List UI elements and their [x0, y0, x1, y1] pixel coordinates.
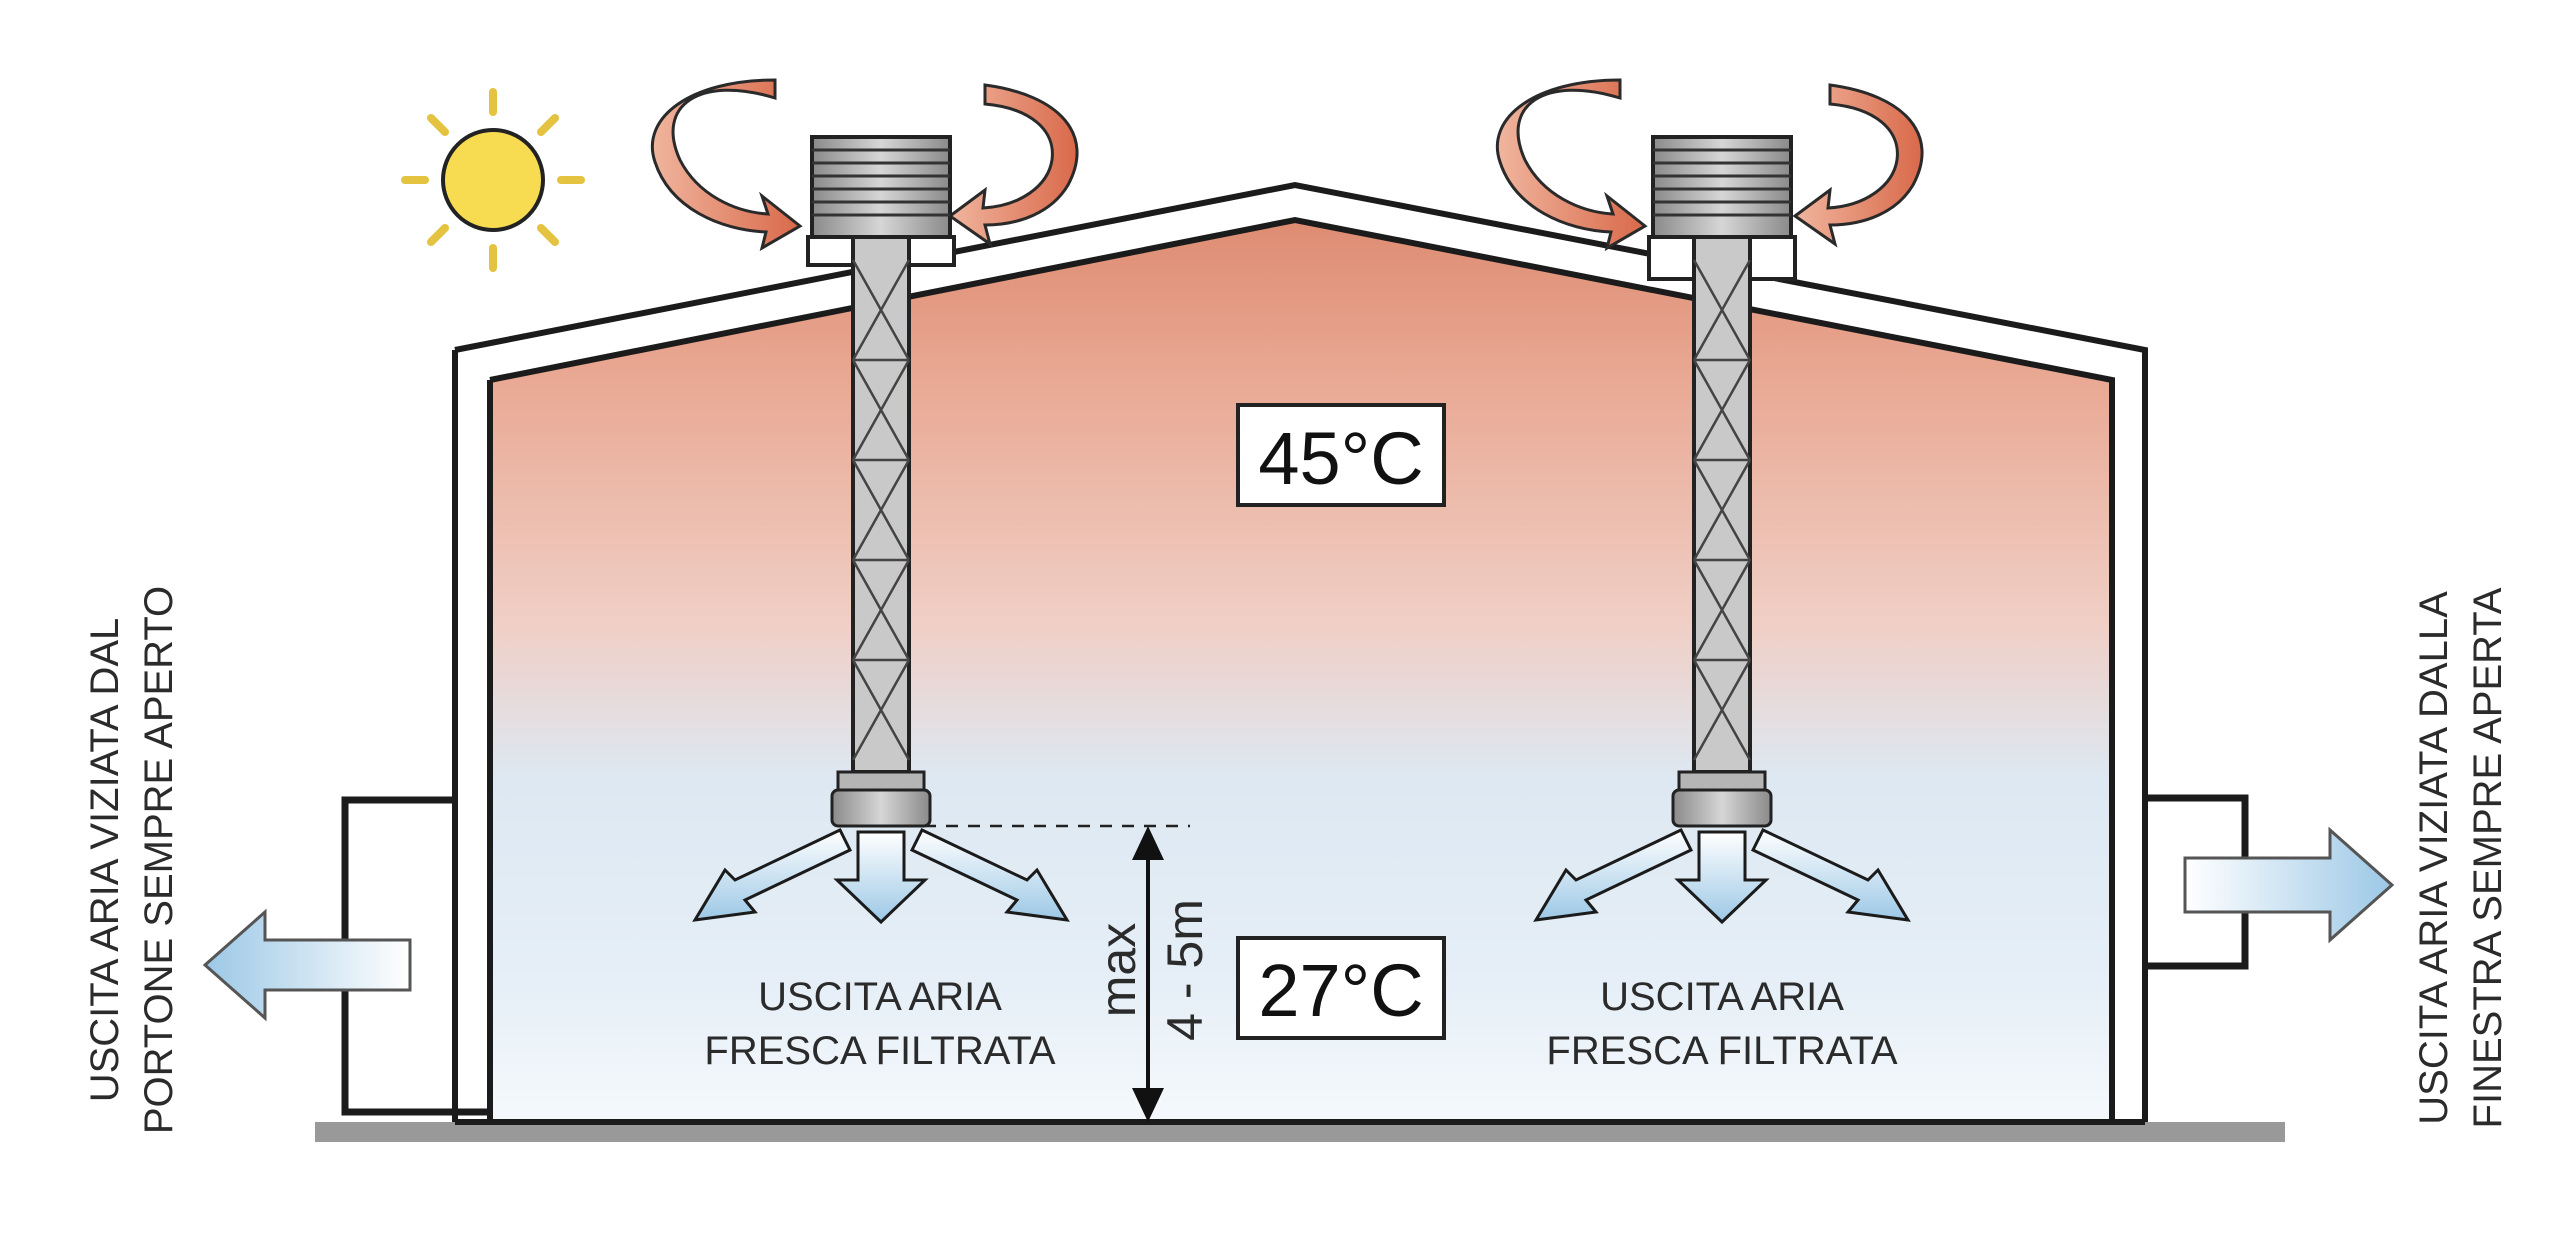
side-label-right-line2: FINESTRA SEMPRE APERTA	[2466, 587, 2510, 1128]
side-label-right-line1: USCITA ARIA VIZIATA DALLA	[2412, 591, 2456, 1125]
air-outlet-arrow-icon	[692, 828, 1070, 925]
roof-fan-icon	[1647, 135, 1797, 828]
side-label-left-line1: USCITA ARIA VIZIATA DAL	[83, 618, 127, 1103]
outlet-left-line1: USCITA ARIA	[758, 975, 1002, 1019]
height-dimension	[924, 824, 1190, 1122]
outlet-right-line2: FRESCA FILTRATA	[1546, 1029, 1897, 1073]
temp-top-value: 45°C	[1258, 417, 1423, 500]
temp-bottom-box	[1236, 936, 1446, 1040]
sun-icon	[401, 88, 585, 272]
roof-fan-icon	[806, 135, 956, 828]
exhaust-arrow-icon	[202, 908, 412, 1022]
outlet-left-line2: FRESCA FILTRATA	[704, 1029, 1055, 1073]
height-label-range: 4 - 5m	[1157, 899, 1213, 1041]
height-label-max: max	[1090, 923, 1146, 1017]
air-outlet-arrow-icon	[1533, 828, 1911, 925]
outlet-right-line1: USCITA ARIA	[1600, 975, 1844, 1019]
exhaust-arrow-icon	[2183, 826, 2395, 944]
rotation-arrow-icon	[650, 78, 1924, 252]
ground-slab	[315, 1122, 2285, 1142]
temp-top-box	[1236, 403, 1446, 507]
temp-bottom-value: 27°C	[1258, 949, 1423, 1032]
side-label-left-line2: PORTONE SEMPRE APERTO	[137, 586, 181, 1134]
